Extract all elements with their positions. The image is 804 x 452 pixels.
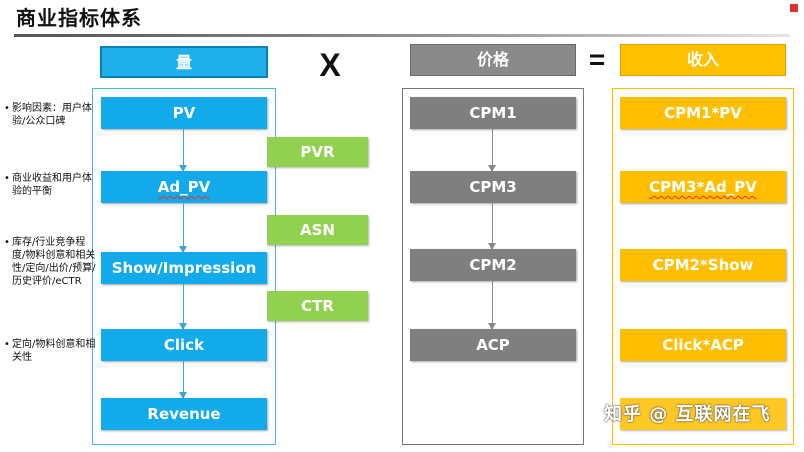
volume-box-ad-pv: Ad_PV [101,171,267,203]
multiply-sign: X [319,47,341,83]
rate-box-ctr: CTR [267,291,368,321]
flow-arrow [488,281,496,330]
note-item: • 库存/行业竞争程度/物料创意和相关性/定向/出价/预算/历史评价/eCTR [4,236,96,288]
flow-arrow [488,203,496,250]
note-item: • 定向/物料创意和相关性 [4,338,96,364]
price-box-cpm2: CPM2 [410,249,576,281]
price-box-acp: ACP [410,329,576,361]
income-box-partial [620,398,786,430]
rate-box-pvr: PVR [267,137,368,167]
income-panel [612,88,794,445]
flow-arrow [179,203,187,253]
flow-arrow [179,129,187,172]
flow-arrow [179,361,187,399]
note-text: 影响因素：用户体验/公众口碑 [12,103,92,127]
bullet-icon: • [4,173,10,184]
watermark-text: 知乎 @ 互联网在飞 [604,404,771,425]
volume-box-click: Click [101,329,267,361]
income-box-click-acp: Click*ACP [620,329,786,361]
flow-arrow [488,129,496,172]
corner-marker [790,4,798,12]
note-text: 商业收益和用户体验的平衡 [12,173,92,197]
note-text: 定向/物料创意和相关性 [12,339,96,363]
rate-box-asn: ASN [267,215,368,245]
volume-box-revenue: Revenue [101,398,267,430]
note-item: • 商业收益和用户体验的平衡 [4,172,96,198]
header-income: 收入 [620,44,786,76]
header-price: 价格 [410,44,576,76]
income-box-cpm3-ad-pv: CPM3*Ad_PV [620,171,786,203]
header-volume: 量 [100,46,268,78]
volume-box-pv: PV [101,97,267,129]
price-panel [402,88,584,445]
income-box-cpm1-pv: CPM1*PV [620,97,786,129]
price-box-cpm3: CPM3 [410,171,576,203]
volume-panel [92,88,276,445]
flow-arrow [179,284,187,330]
bullet-icon: • [4,237,10,248]
equals-sign: = [588,44,606,75]
title-underline [14,34,790,37]
income-box-cpm3-ad-pv-label: CPM3*Ad_PV [649,178,757,196]
volume-box-show: Show/Impression [101,252,267,284]
income-box-cpm2-show: CPM2*Show [620,249,786,281]
note-item: • 影响因素：用户体验/公众口碑 [4,102,96,128]
note-text: 库存/行业竞争程度/物料创意和相关性/定向/出价/预算/历史评价/eCTR [12,237,96,287]
page-title: 商业指标体系 [16,6,142,30]
bullet-icon: • [4,339,10,350]
price-box-cpm1: CPM1 [410,97,576,129]
volume-box-ad-pv-label: Ad_PV [157,178,211,196]
bullet-icon: • [4,103,10,114]
